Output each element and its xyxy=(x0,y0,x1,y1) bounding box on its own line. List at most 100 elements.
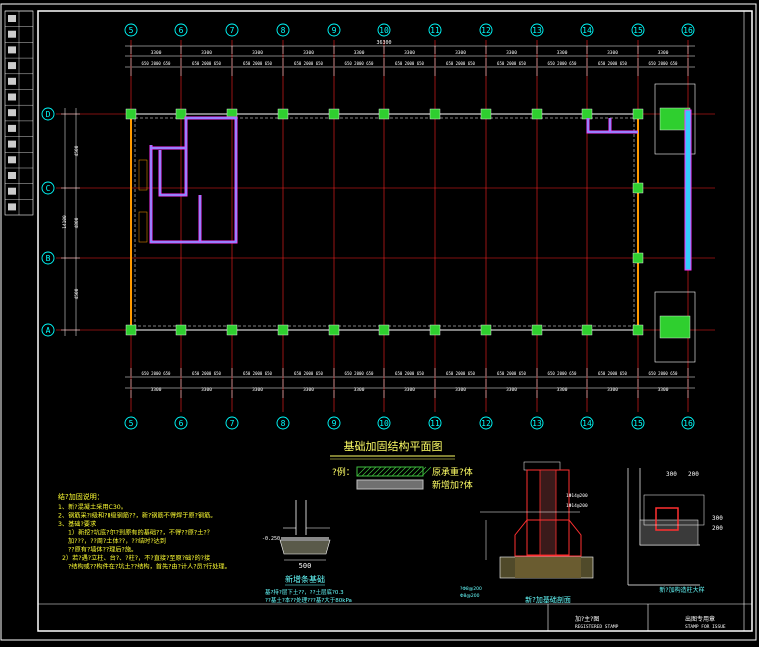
detail3-title: 新?加构造柱大样 xyxy=(659,586,704,594)
axis-label: C xyxy=(46,184,51,193)
dim-text: 14100 xyxy=(62,215,68,229)
axis-bubble xyxy=(174,416,188,430)
axis-label: 6 xyxy=(179,419,184,428)
axis-bubble xyxy=(276,416,290,430)
stamp-en: REGISTERED STAMP xyxy=(575,624,619,630)
column xyxy=(378,324,390,336)
notes-line: 加???，??周?土体??，??结时?达到 xyxy=(68,537,166,545)
dim-text: 650 2000 650 xyxy=(294,371,323,376)
foundation-plan xyxy=(125,83,696,363)
axis-bubble xyxy=(377,23,391,37)
axis-bubble xyxy=(631,23,645,37)
dim-text: 650 2000 650 xyxy=(497,371,526,376)
dim-text: 3300 xyxy=(303,50,314,56)
dim-text: 650 2000 650 xyxy=(446,371,475,376)
dim-text: 3300 xyxy=(455,387,466,393)
axis-label: A xyxy=(46,326,51,335)
column xyxy=(480,324,492,336)
detail2-label: 1Φ14@200 xyxy=(566,493,588,499)
legend-heading: ?例： xyxy=(332,466,355,478)
inner-frame xyxy=(37,10,753,632)
notes-line: ??原有?墙体??理后?施。 xyxy=(68,546,137,554)
dim-text: 3300 xyxy=(557,50,568,56)
axis-bubble xyxy=(377,416,391,430)
dim-text: 3300 xyxy=(404,50,415,56)
legend-swatch-new xyxy=(356,479,424,490)
column-detail xyxy=(654,291,696,363)
dim-text: 3300 xyxy=(252,50,263,56)
dim-text: 3300 xyxy=(506,50,517,56)
axis-grid: 55667788991010111112121313141415151616DC… xyxy=(41,23,715,430)
axis-bubble xyxy=(225,416,239,430)
axis-label: 12 xyxy=(481,26,491,35)
sheet-border xyxy=(0,3,757,641)
dim-text: 650 2000 650 xyxy=(243,61,272,66)
dim-text: 650 2000 650 xyxy=(548,61,577,66)
axis-bubble xyxy=(580,416,594,430)
new-wall xyxy=(149,116,238,244)
axis-label: 13 xyxy=(532,419,542,428)
axis-bubble xyxy=(124,23,138,37)
axis-label: 14 xyxy=(582,419,592,428)
detail3-dim: 300 xyxy=(666,471,677,478)
axis-bubble xyxy=(276,23,290,37)
stamp-cn: 出图专用章 xyxy=(685,615,715,623)
column xyxy=(632,252,644,264)
detail1-dim: 500 xyxy=(299,562,312,570)
column xyxy=(581,324,593,336)
axis-label: 8 xyxy=(281,419,286,428)
dim-text: 3300 xyxy=(658,387,669,393)
axis-bubble xyxy=(631,416,645,430)
dim-text: 3300 xyxy=(252,387,263,393)
column-detail xyxy=(654,83,696,155)
axis-label: 11 xyxy=(430,26,440,35)
axis-bubble xyxy=(580,23,594,37)
notes-line: 2、钢筋采?I级和?Ⅱ级钢筋??，新?钢筋不得焊于原?钢筋。 xyxy=(58,512,216,520)
dim-text: 650 2000 650 xyxy=(142,61,171,66)
axis-label: 7 xyxy=(230,419,235,428)
notes-heading: 结?加固说明： xyxy=(58,492,104,501)
column xyxy=(378,108,390,120)
notes-line: ?结构或??构件在?坑土??结构，首先?由?计人?员?行处理。 xyxy=(68,563,231,571)
column xyxy=(277,324,289,336)
column xyxy=(429,108,441,120)
dim-text: 3300 xyxy=(354,387,365,393)
column xyxy=(226,324,238,336)
axis-label: 13 xyxy=(532,26,542,35)
axis-bubble xyxy=(530,416,544,430)
axis-bubble xyxy=(681,416,695,430)
axis-label: 16 xyxy=(683,419,693,428)
axis-bubble xyxy=(225,23,239,37)
legend-swatch-existing xyxy=(356,466,424,477)
dim-text: 650 2000 650 xyxy=(345,61,374,66)
axis-bubble xyxy=(41,251,55,265)
detail1-note1: 基?持?层下土??，??土层底?0.3 xyxy=(265,588,344,596)
dim-text: 650 2000 650 xyxy=(446,61,475,66)
axis-bubble xyxy=(530,23,544,37)
dim-text: 4800 xyxy=(74,217,80,228)
dim-text: 3300 xyxy=(455,50,466,56)
column xyxy=(632,182,644,194)
axis-label: 14 xyxy=(582,26,592,35)
dim-text: 650 2000 650 xyxy=(294,61,323,66)
detail-column: 300 200 300 200 新?加构造柱大样 xyxy=(627,468,723,594)
detail1-title: 新增条基础 xyxy=(285,574,325,584)
detail2-label: Φ8@200 xyxy=(460,593,480,599)
design-notes: 结?加固说明：1、新?混凝土采用C30。2、钢筋采?I级和?Ⅱ级钢筋??，新?钢… xyxy=(58,492,231,571)
column xyxy=(125,324,137,336)
detail-strip-footing: 500 -0.250 新增条基础 基?持?层下土??，??土层底?0.3 ??基… xyxy=(262,500,352,604)
dim-text: 3300 xyxy=(201,387,212,393)
new-wall-core xyxy=(587,118,638,133)
axis-label: 10 xyxy=(379,419,389,428)
detail2-title: 新?加基础剖面 xyxy=(525,595,571,604)
axis-label: 5 xyxy=(129,419,134,428)
detail-section: 1Φ14@200 1Φ14@200 ?Φ8@200 Φ8@200 新?加基础剖面 xyxy=(460,461,594,604)
dim-text: 650 2000 650 xyxy=(395,371,424,376)
notes-line: 2）若?遇?立柱、台?、?柱?，不?直接?至原?础?的?接 xyxy=(62,554,210,562)
axis-bubble xyxy=(327,416,341,430)
outer-wall xyxy=(130,113,639,331)
stamp-en: STAMP FOR ISSUE xyxy=(685,624,726,630)
axis-label: 8 xyxy=(281,26,286,35)
dim-text: 3300 xyxy=(303,387,314,393)
axis-label: 15 xyxy=(633,26,643,35)
